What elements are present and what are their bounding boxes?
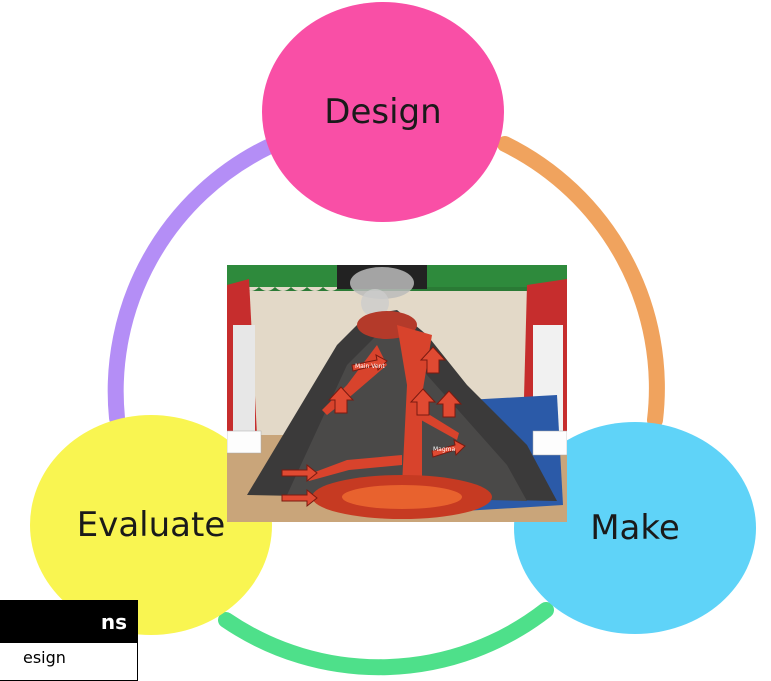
volcano-model-photo: Main Vent Magma [227,265,567,522]
arc-evaluate-to-design [107,139,276,426]
label-box-body: esign [23,648,66,667]
evaluate-stage-label: Evaluate [76,505,226,545]
arrow-text-magma: Magma [433,446,456,453]
label-box-header: ns [0,601,137,643]
arrow-text-main-vent: Main Vent [355,363,385,370]
arc-make-to-evaluate [218,602,554,676]
design-stage-label: Design [324,92,442,132]
volcano-illustration: Main Vent Magma [227,265,567,522]
criteria-label-box: ns esign [0,600,138,681]
arc-design-to-make [497,136,665,428]
design-stage-node: Design [262,2,504,222]
make-stage-label: Make [590,508,680,548]
